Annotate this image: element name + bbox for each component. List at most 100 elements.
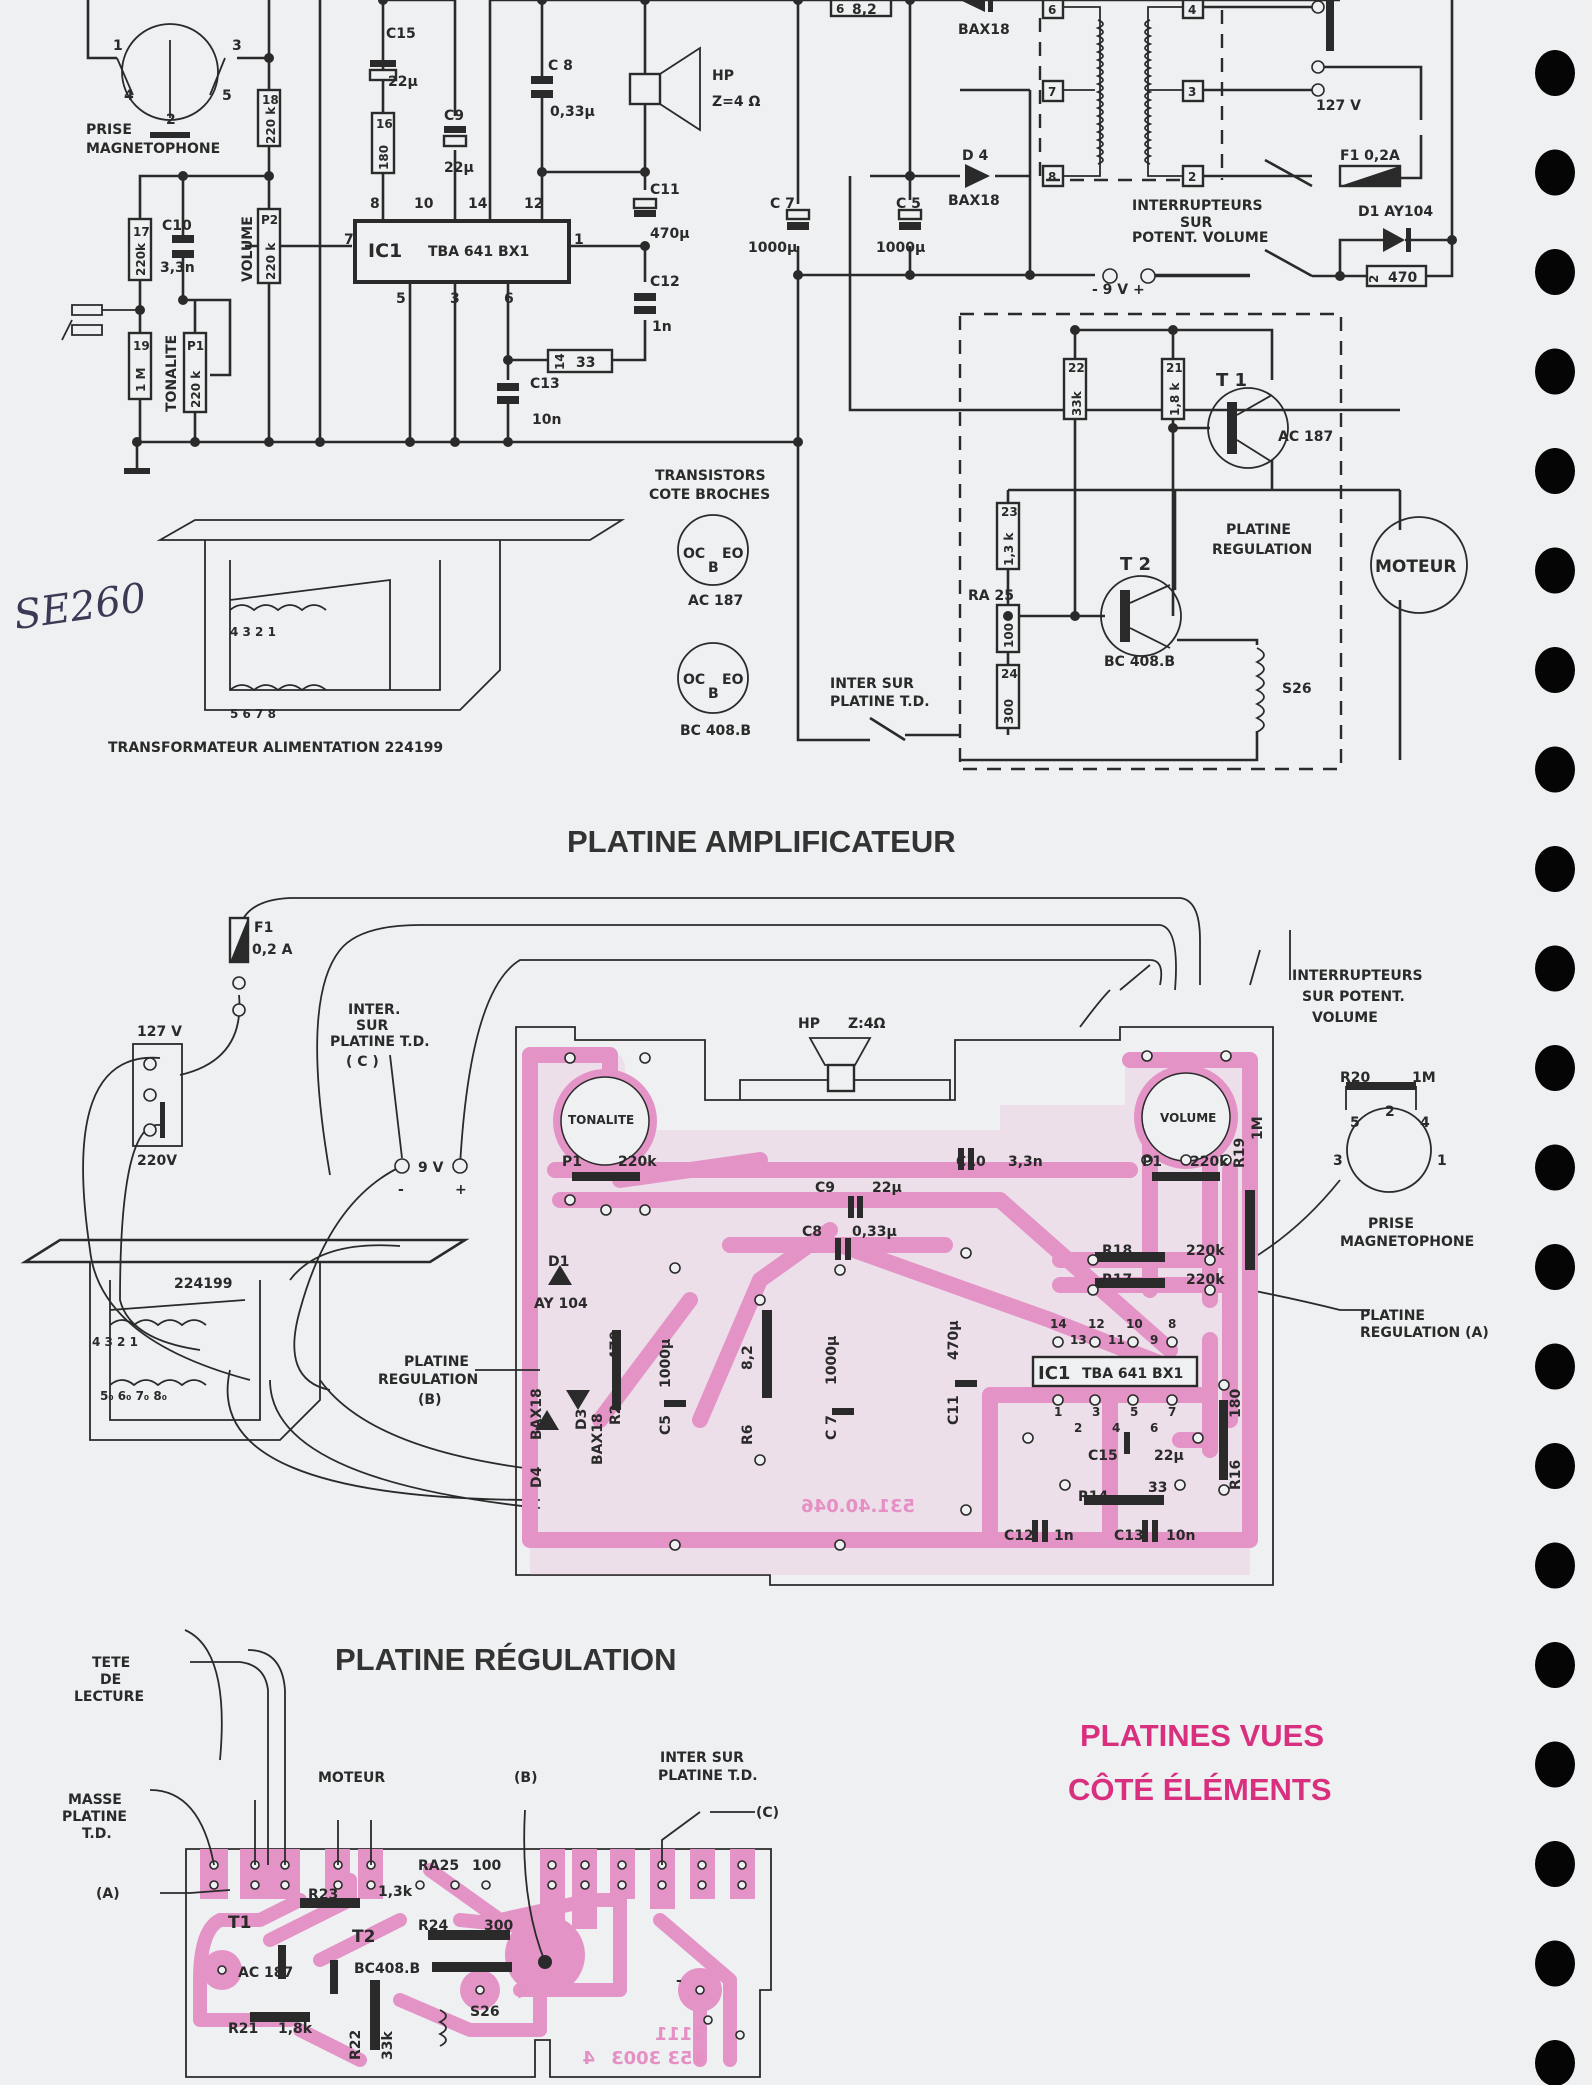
diode-type: BAX18	[958, 22, 1010, 38]
din-pin-label: 5	[1350, 1115, 1360, 1131]
binder-hole-icon	[1535, 50, 1575, 96]
r6-value: 8,2	[740, 1345, 756, 1370]
p2-ref: P2	[261, 213, 278, 227]
binder-hole-icon	[1535, 1940, 1575, 1987]
r22-value: 33k	[380, 2031, 396, 2060]
transformer-label: TRANSFORMATEUR ALIMENTATION 224199	[108, 740, 443, 756]
coil-s26-board	[437, 2009, 447, 2047]
din-pin-label: 1	[113, 38, 123, 54]
junction-dots	[132, 0, 1457, 621]
c9-ref: C9	[444, 108, 464, 124]
terminal-9v-minus	[394, 1158, 410, 1174]
din-pin-label: 3	[232, 38, 242, 54]
pcb-pads	[564, 1050, 1232, 1551]
potentiometer-p2	[256, 207, 282, 285]
c7-value: 1000µ	[824, 1336, 840, 1385]
resistor-r2	[1365, 264, 1428, 288]
supply-9v-label: - 9 V +	[1092, 282, 1145, 298]
din-pin-label: 4	[124, 88, 134, 104]
ic-pin-label: 10	[1126, 1317, 1143, 1331]
c8-label: C8	[802, 1224, 822, 1240]
c11-ref: C11	[650, 182, 680, 198]
r19-label: R19	[1232, 1138, 1248, 1168]
p1-ref: P1	[187, 339, 204, 353]
r16-label: R16	[1228, 1460, 1244, 1490]
binder-hole-icon	[1535, 1244, 1575, 1290]
c7-ref: C 7	[770, 196, 795, 212]
binder-hole-icon	[1535, 1741, 1575, 1788]
amplifier-board-title: PLATINE AMPLIFICATEUR	[567, 824, 956, 859]
pin-label: EO	[722, 546, 744, 562]
r14-ref: 14	[553, 353, 567, 370]
ic-pin-label: 4	[1112, 1421, 1120, 1435]
c15-label: C15	[1088, 1448, 1118, 1464]
ic-pin-label: 12	[1088, 1317, 1105, 1331]
ic-pin-label: 10	[414, 196, 434, 212]
ic1-board	[1031, 1355, 1199, 1388]
tete-label: DE	[100, 1672, 121, 1688]
c5-ref: C 5	[896, 196, 921, 212]
bc408-pinout-icon	[677, 642, 749, 714]
ic-pin-label: 1	[1054, 1405, 1062, 1419]
regulation-board-title: PLATINE RÉGULATION	[335, 1642, 677, 1677]
d4-type: BAX18	[948, 193, 1000, 209]
p2-value: 220 k	[264, 242, 278, 280]
ra25-ref: RA 25	[968, 588, 1014, 604]
arrow-c	[389, 1054, 403, 1159]
masse-label: MASSE	[68, 1792, 122, 1808]
pcb-code: 4	[582, 2048, 595, 2069]
capacitors	[172, 60, 923, 404]
r23-label: R23	[308, 1887, 338, 1903]
transformer-pin: 6	[1048, 3, 1056, 17]
din-pin-label: 4	[1420, 1115, 1430, 1131]
din-pin-label: 3	[1333, 1153, 1343, 1169]
transformer-pins: 5₀ 6₀ 7₀ 8₀	[100, 1389, 167, 1403]
td-switch-symbol	[869, 716, 906, 742]
c15-ref: C15	[386, 26, 416, 42]
handwritten-note: SE260	[11, 575, 149, 639]
pcb-code: 153 3003	[611, 2048, 705, 2069]
ic-pin-label: 1	[574, 232, 584, 248]
resistor-ra25	[995, 603, 1021, 654]
c15-value: 22µ	[1154, 1448, 1184, 1464]
ac187-label: AC 187	[238, 1965, 293, 1981]
switch-label: SUR POTENT.	[1302, 989, 1405, 1005]
t1-label: T 1	[1216, 370, 1247, 391]
r17-value: 220k	[134, 242, 148, 276]
ic-pin-label: 3	[1092, 1405, 1100, 1419]
switch-label: SUR	[1180, 215, 1212, 231]
din-pin-label: 2	[1385, 1104, 1395, 1120]
p1-label: P1	[1142, 1154, 1162, 1170]
ac187-label: AC 187	[688, 593, 743, 609]
fuse-label: F1	[254, 920, 273, 936]
c9-label: C9	[815, 1180, 835, 1196]
r24-value: 300	[484, 1918, 513, 1934]
transformer-pin-numbers: 4 3 2 1	[230, 625, 276, 639]
tonalite-label: TONALITE	[568, 1113, 634, 1127]
r18-value: 220 k	[264, 106, 278, 144]
r16-value: 180	[1228, 1389, 1244, 1418]
plus-label: +	[512, 1982, 527, 2003]
transistor-t2-icon	[1100, 575, 1182, 657]
resistor-r22	[1062, 357, 1088, 421]
bc408-label: BC408.B	[354, 1961, 420, 1977]
pin-label: EO	[722, 672, 744, 688]
pcb-code: 3111	[655, 2024, 705, 2045]
ic-pin-label: 3	[450, 291, 460, 307]
regulation-pcb: 3111 153 3003 4	[149, 1629, 772, 2078]
ic-pin-label: 5	[1130, 1405, 1138, 1419]
binder-hole-icon	[1535, 249, 1575, 295]
ic-pin-label: 7	[1168, 1405, 1176, 1419]
c10-label: C10	[956, 1154, 986, 1170]
binder-hole-icon	[1535, 1841, 1575, 1887]
v220-label: 220V	[137, 1153, 177, 1169]
c10-value: 3,3n	[160, 260, 195, 276]
terminal-9v-plus	[452, 1158, 468, 1174]
binder-hole-icon	[1535, 1144, 1575, 1191]
r24-value: 300	[1002, 699, 1016, 724]
r6-value: 8,2	[852, 2, 877, 18]
ic-pin-label: 11	[1108, 1333, 1125, 1347]
r21-ref: 21	[1166, 361, 1183, 375]
